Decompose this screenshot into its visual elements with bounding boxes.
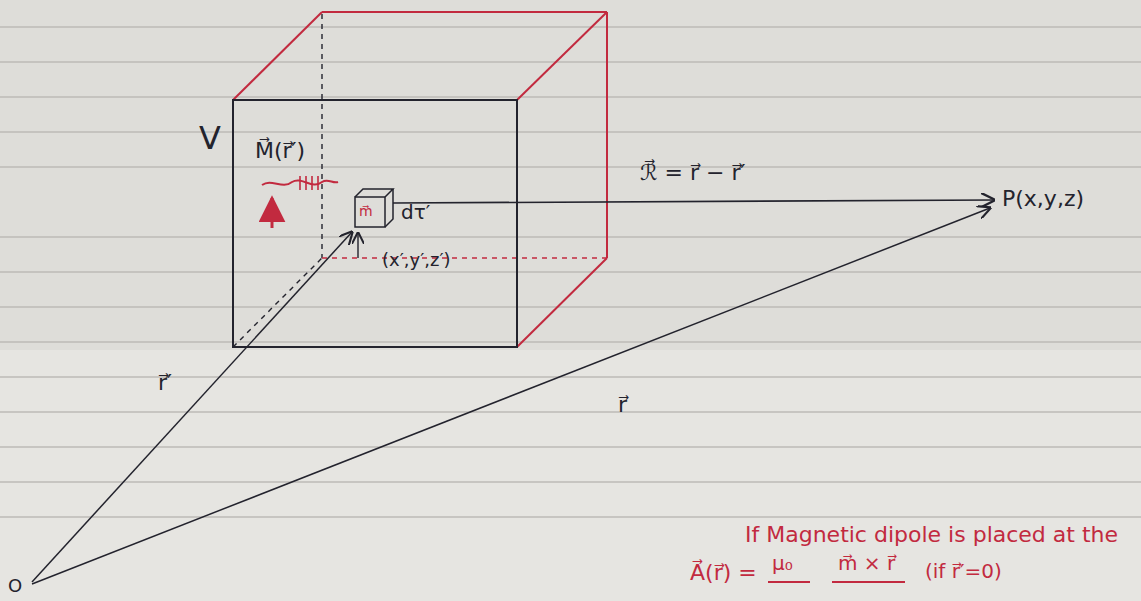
hatch xyxy=(311,176,313,190)
point-label: P(x,y,z) xyxy=(1002,186,1084,211)
element-face xyxy=(355,197,385,227)
dipole-label: m⃗ xyxy=(359,203,373,219)
formula-text: A⃗(r⃗) = xyxy=(690,560,757,585)
cube-edge xyxy=(322,11,607,13)
paper-light xyxy=(0,350,1141,601)
ruled-lines xyxy=(0,27,1141,517)
hatch xyxy=(317,176,319,190)
volume-label: V xyxy=(199,120,221,157)
ruled-line xyxy=(0,306,1141,307)
ruled-line xyxy=(0,271,1141,272)
magnetisation-label: M⃗(r⃗′) xyxy=(255,138,305,163)
vector-label: r⃗ xyxy=(618,392,627,417)
origin-label: O xyxy=(8,576,22,597)
ruled-line xyxy=(0,516,1141,517)
ruled-line xyxy=(0,411,1141,412)
hidden-edges xyxy=(233,14,607,347)
volume-element: m⃗dτ′ xyxy=(355,197,385,227)
volume-element xyxy=(355,189,393,227)
ruled-line xyxy=(0,61,1141,62)
pointer-arrow xyxy=(357,233,358,258)
hidden-edge xyxy=(322,257,607,258)
magnetisation-arrow xyxy=(271,198,274,228)
separation-vector xyxy=(393,200,994,203)
cube-edge xyxy=(606,12,608,258)
cube-edge xyxy=(517,12,607,100)
ruled-line xyxy=(0,26,1141,27)
ruled-line xyxy=(0,236,1141,237)
note-text: If Magnetic dipole is placed at the xyxy=(745,522,1118,547)
element-label: dτ′ xyxy=(401,201,430,224)
magnetised-volume: VM⃗(r⃗′)m⃗dτ′ xyxy=(233,100,517,347)
ruled-line xyxy=(0,341,1141,342)
fraction-bar xyxy=(832,581,905,583)
hidden-edge xyxy=(321,14,322,258)
ruled-line xyxy=(0,96,1141,97)
element-edge xyxy=(355,189,393,197)
scribble-hatch xyxy=(300,176,318,190)
ruled-line xyxy=(0,131,1141,132)
ruled-line xyxy=(0,446,1141,447)
cube-front-face xyxy=(233,100,517,347)
ruled-line xyxy=(0,481,1141,482)
separation-label: ℛ⃗ = r⃗ − r⃗′ xyxy=(640,160,745,185)
formula-text: μ₀ xyxy=(772,552,793,575)
hatch xyxy=(299,176,301,190)
cube-back-edges xyxy=(233,12,607,347)
hidden-edge xyxy=(233,258,322,347)
cube-edge xyxy=(233,12,322,100)
ruled-line xyxy=(0,166,1141,167)
fraction-bar xyxy=(768,581,810,583)
coordinate-label: (x′,y′,z′) xyxy=(382,250,451,271)
hatch xyxy=(305,176,307,190)
element-edge xyxy=(385,189,393,227)
formula-text: (if r⃗′=0) xyxy=(925,560,1002,583)
vector-label: r⃗′ xyxy=(158,370,172,395)
cube-edge xyxy=(517,258,607,347)
source-position-vector xyxy=(32,232,352,582)
formula-text: m⃗ × r⃗ xyxy=(838,552,895,575)
